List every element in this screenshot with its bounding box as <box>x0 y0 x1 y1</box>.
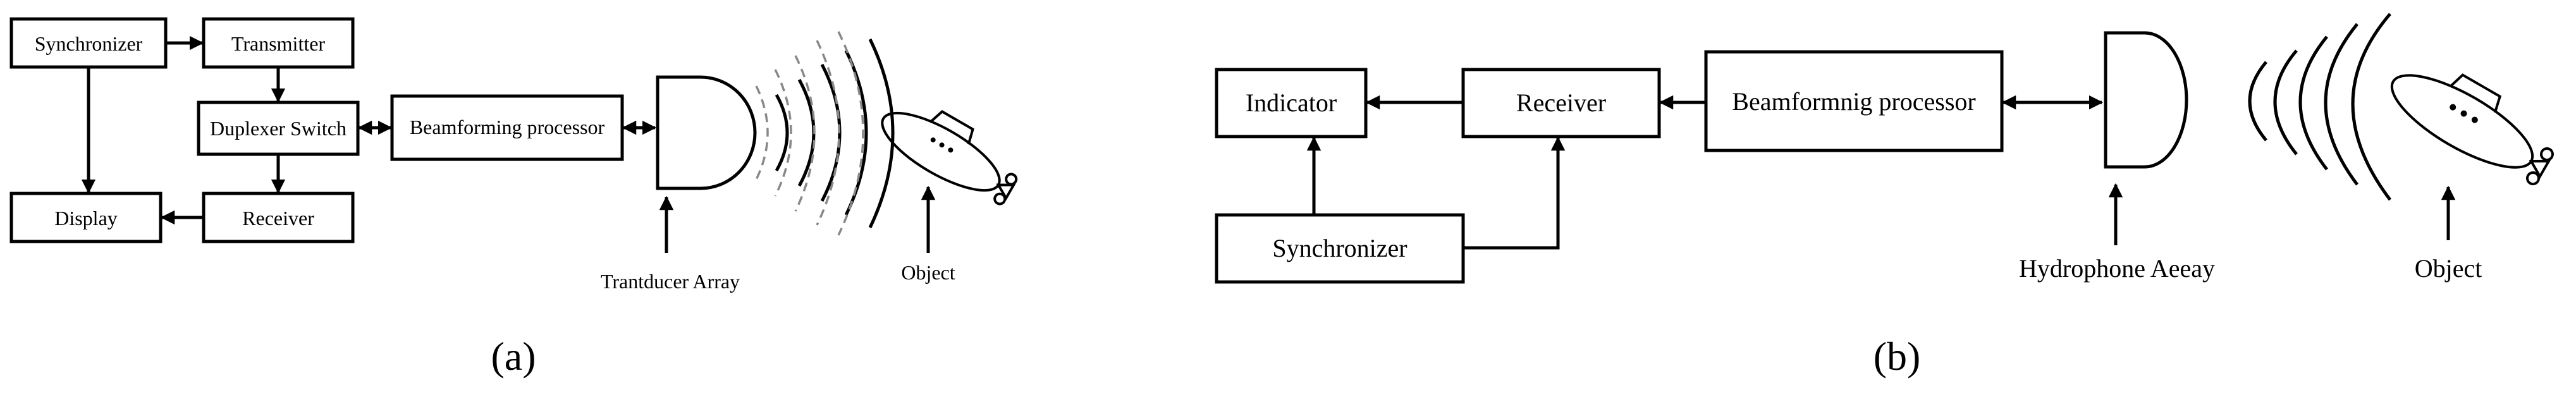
a-panel-label: (a) <box>491 334 536 379</box>
b-submarine-icon <box>2390 73 2554 186</box>
a-display-block: Display <box>9 192 163 243</box>
a-receiver-block: Receiver <box>202 192 355 243</box>
panel-b: Indicator Receiver Beamformnig processor… <box>1215 13 2554 379</box>
b-panel-label: (b) <box>1874 334 1921 379</box>
a-transducer-array-shape <box>656 75 757 190</box>
b-beamforming-processor-label: Beamformnig processor <box>1732 87 1975 116</box>
a-transmitter-block: Transmitter <box>202 17 355 69</box>
a-synchronizer-block: Synchronizer <box>9 17 168 69</box>
b-receiver-block: Receiver <box>1461 68 1661 138</box>
a-transmitter-label: Transmitter <box>231 32 326 55</box>
b-indicator-label: Indicator <box>1246 89 1337 117</box>
a-display-label: Display <box>54 207 118 229</box>
b-object-caption: Object <box>2415 254 2482 283</box>
panel-a: Synchronizer Transmitter Duplexer Switch… <box>9 17 1018 379</box>
a-object-caption: Object <box>901 261 955 284</box>
a-sound-waves <box>755 31 895 236</box>
b-hydrophone-array-shape <box>2104 31 2188 169</box>
a-submarine-icon <box>881 110 1018 205</box>
b-synchronizer-block: Synchronizer <box>1215 213 1465 284</box>
b-beamforming-processor-block: Beamformnig processor <box>1704 50 2004 152</box>
b-receiver-label: Receiver <box>1516 89 1606 117</box>
b-synchronizer-label: Synchronizer <box>1272 234 1407 262</box>
b-indicator-block: Indicator <box>1215 68 1368 138</box>
a-beamforming-processor-block: Beamforming processor <box>390 94 624 161</box>
a-duplexer-switch-label: Duplexer Switch <box>210 117 347 140</box>
a-receiver-label: Receiver <box>242 207 314 229</box>
b-array-caption: Hydrophone Aeeay <box>2019 254 2215 283</box>
a-synchronizer-label: Synchronizer <box>35 32 143 55</box>
a-beamforming-processor-label: Beamforming processor <box>410 116 605 138</box>
a-duplexer-switch-block: Duplexer Switch <box>197 101 360 156</box>
b-arrow-sync-to-receiver <box>1463 136 1566 250</box>
b-echo-waves <box>2248 13 2391 201</box>
a-array-caption: Trantducer Array <box>601 270 740 293</box>
